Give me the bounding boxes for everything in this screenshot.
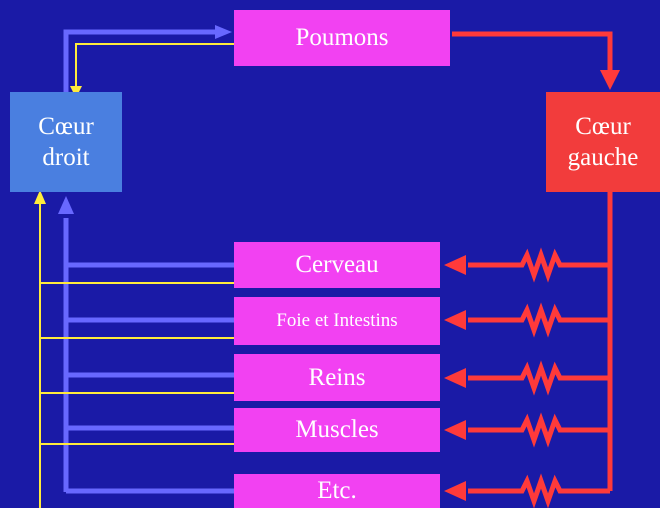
organ-box-muscles: Muscles [234, 408, 440, 452]
artery-liver [444, 302, 610, 338]
organ-box-liver: Foie et Intestins [234, 297, 440, 345]
resistor-zigzag-kidneys [468, 360, 610, 396]
resistor-zigzag-etc [468, 473, 610, 508]
arterial-line-lungs-to-heart [452, 31, 613, 70]
arterial-arrowhead-kidneys [444, 368, 466, 388]
lymph-arrowhead-trunk [34, 190, 46, 204]
arterial-arrowhead-liver [444, 310, 466, 330]
arterial-arrowhead-muscles [444, 420, 466, 440]
organ-label-brain: Cerveau [295, 251, 379, 279]
organ-label-muscles: Muscles [295, 416, 379, 444]
lymph-line-from-lungs [75, 43, 234, 90]
arterial-arrowhead-etc [444, 481, 466, 501]
venous-line-to-lungs [63, 29, 218, 106]
organ-label-etc: Etc. [317, 477, 357, 505]
organ-box-etc: Etc. [234, 474, 440, 508]
artery-muscles [444, 412, 610, 448]
lungs-label: Poumons [295, 24, 389, 52]
left-heart-line1: Cœur [575, 112, 631, 140]
venous-lines [58, 25, 234, 494]
arterial-arrowhead-brain [444, 255, 466, 275]
organ-label-liver: Foie et Intestins [276, 310, 398, 332]
venous-arrowhead-heart [58, 196, 74, 214]
arterial-arrowhead-left-heart [600, 70, 620, 90]
artery-brain [444, 247, 610, 283]
artery-etc [444, 473, 610, 508]
resistor-zigzag-brain [468, 247, 610, 283]
right-heart-line1: Cœur [38, 112, 94, 140]
left-heart-box: Cœur gauche [546, 92, 660, 192]
organ-box-kidneys: Reins [234, 354, 440, 401]
right-heart-box: Cœur droit [10, 92, 122, 192]
resistor-zigzag-muscles [468, 412, 610, 448]
resistor-zigzag-liver [468, 302, 610, 338]
artery-kidneys [444, 360, 610, 396]
organ-box-brain: Cerveau [234, 242, 440, 288]
organ-label-kidneys: Reins [308, 363, 366, 391]
left-heart-line2: gauche [567, 144, 639, 171]
venous-arrowhead-lungs [215, 25, 232, 39]
arterial-lines [444, 31, 620, 508]
lungs-box: Poumons [234, 10, 450, 66]
right-heart-line2: droit [42, 144, 90, 171]
